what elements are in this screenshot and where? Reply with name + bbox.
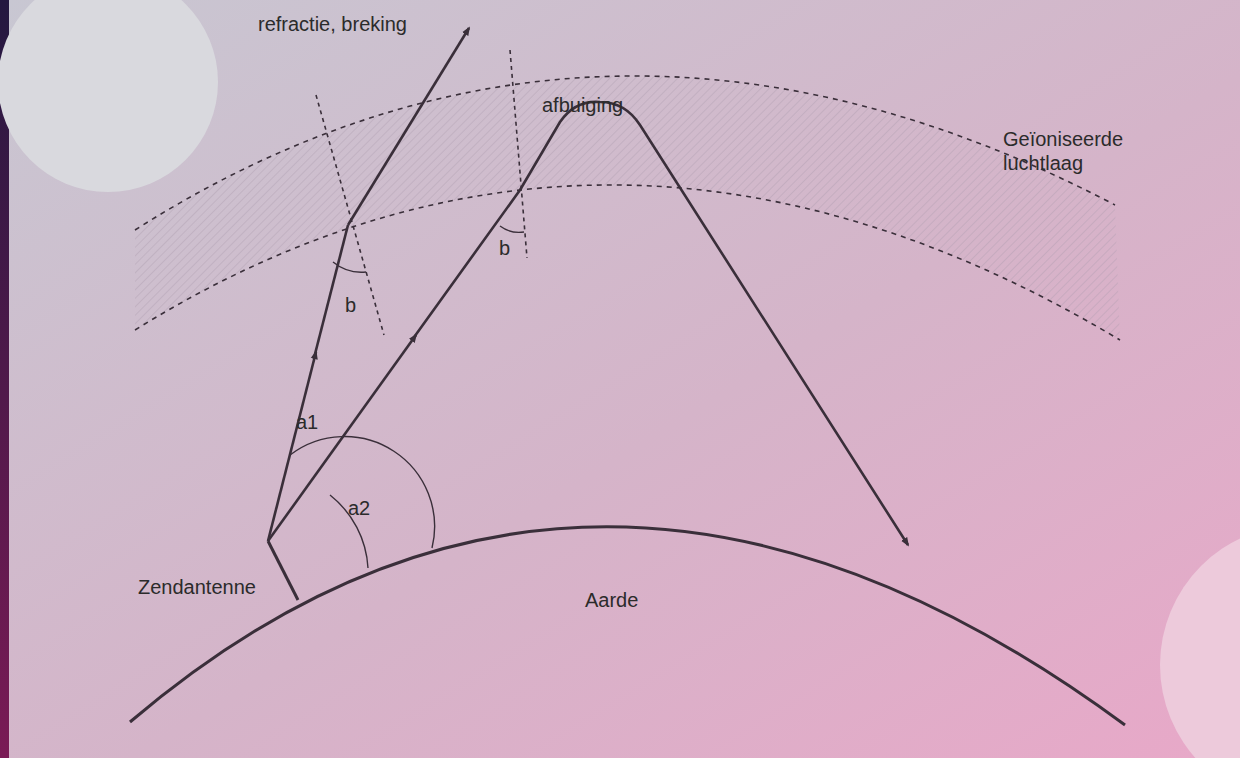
radio-ray: [348, 28, 469, 225]
angle-label: a1: [296, 410, 318, 434]
angle-arc: [333, 262, 366, 272]
layer-boundary: [135, 185, 1120, 340]
decor-circle: [0, 0, 218, 192]
radio-ray: [268, 352, 316, 541]
radio-ray: [314, 225, 348, 358]
angle-arc: [500, 226, 524, 232]
antenna: [268, 541, 298, 600]
normal-line: [316, 95, 384, 335]
earth-surface: [130, 527, 1125, 725]
angle-label: b: [499, 236, 510, 260]
ray-caption: refractie, breking: [258, 12, 407, 36]
normal-line: [510, 50, 527, 258]
radio-ray: [412, 102, 908, 545]
layer-boundary: [135, 76, 1115, 230]
antenna-label: Zendantenne: [138, 575, 256, 599]
layer-label: Geïoniseerde luchtlaag: [1003, 127, 1143, 175]
earth-label: Aarde: [585, 588, 638, 612]
ionised-layer: [135, 76, 1120, 340]
decor-circle: [1160, 525, 1240, 758]
angle-arc: [290, 437, 435, 548]
ray-caption: afbuiging: [542, 93, 623, 117]
angle-label: a2: [348, 496, 370, 520]
radio-ray: [268, 335, 416, 541]
angle-label: b: [345, 293, 356, 317]
